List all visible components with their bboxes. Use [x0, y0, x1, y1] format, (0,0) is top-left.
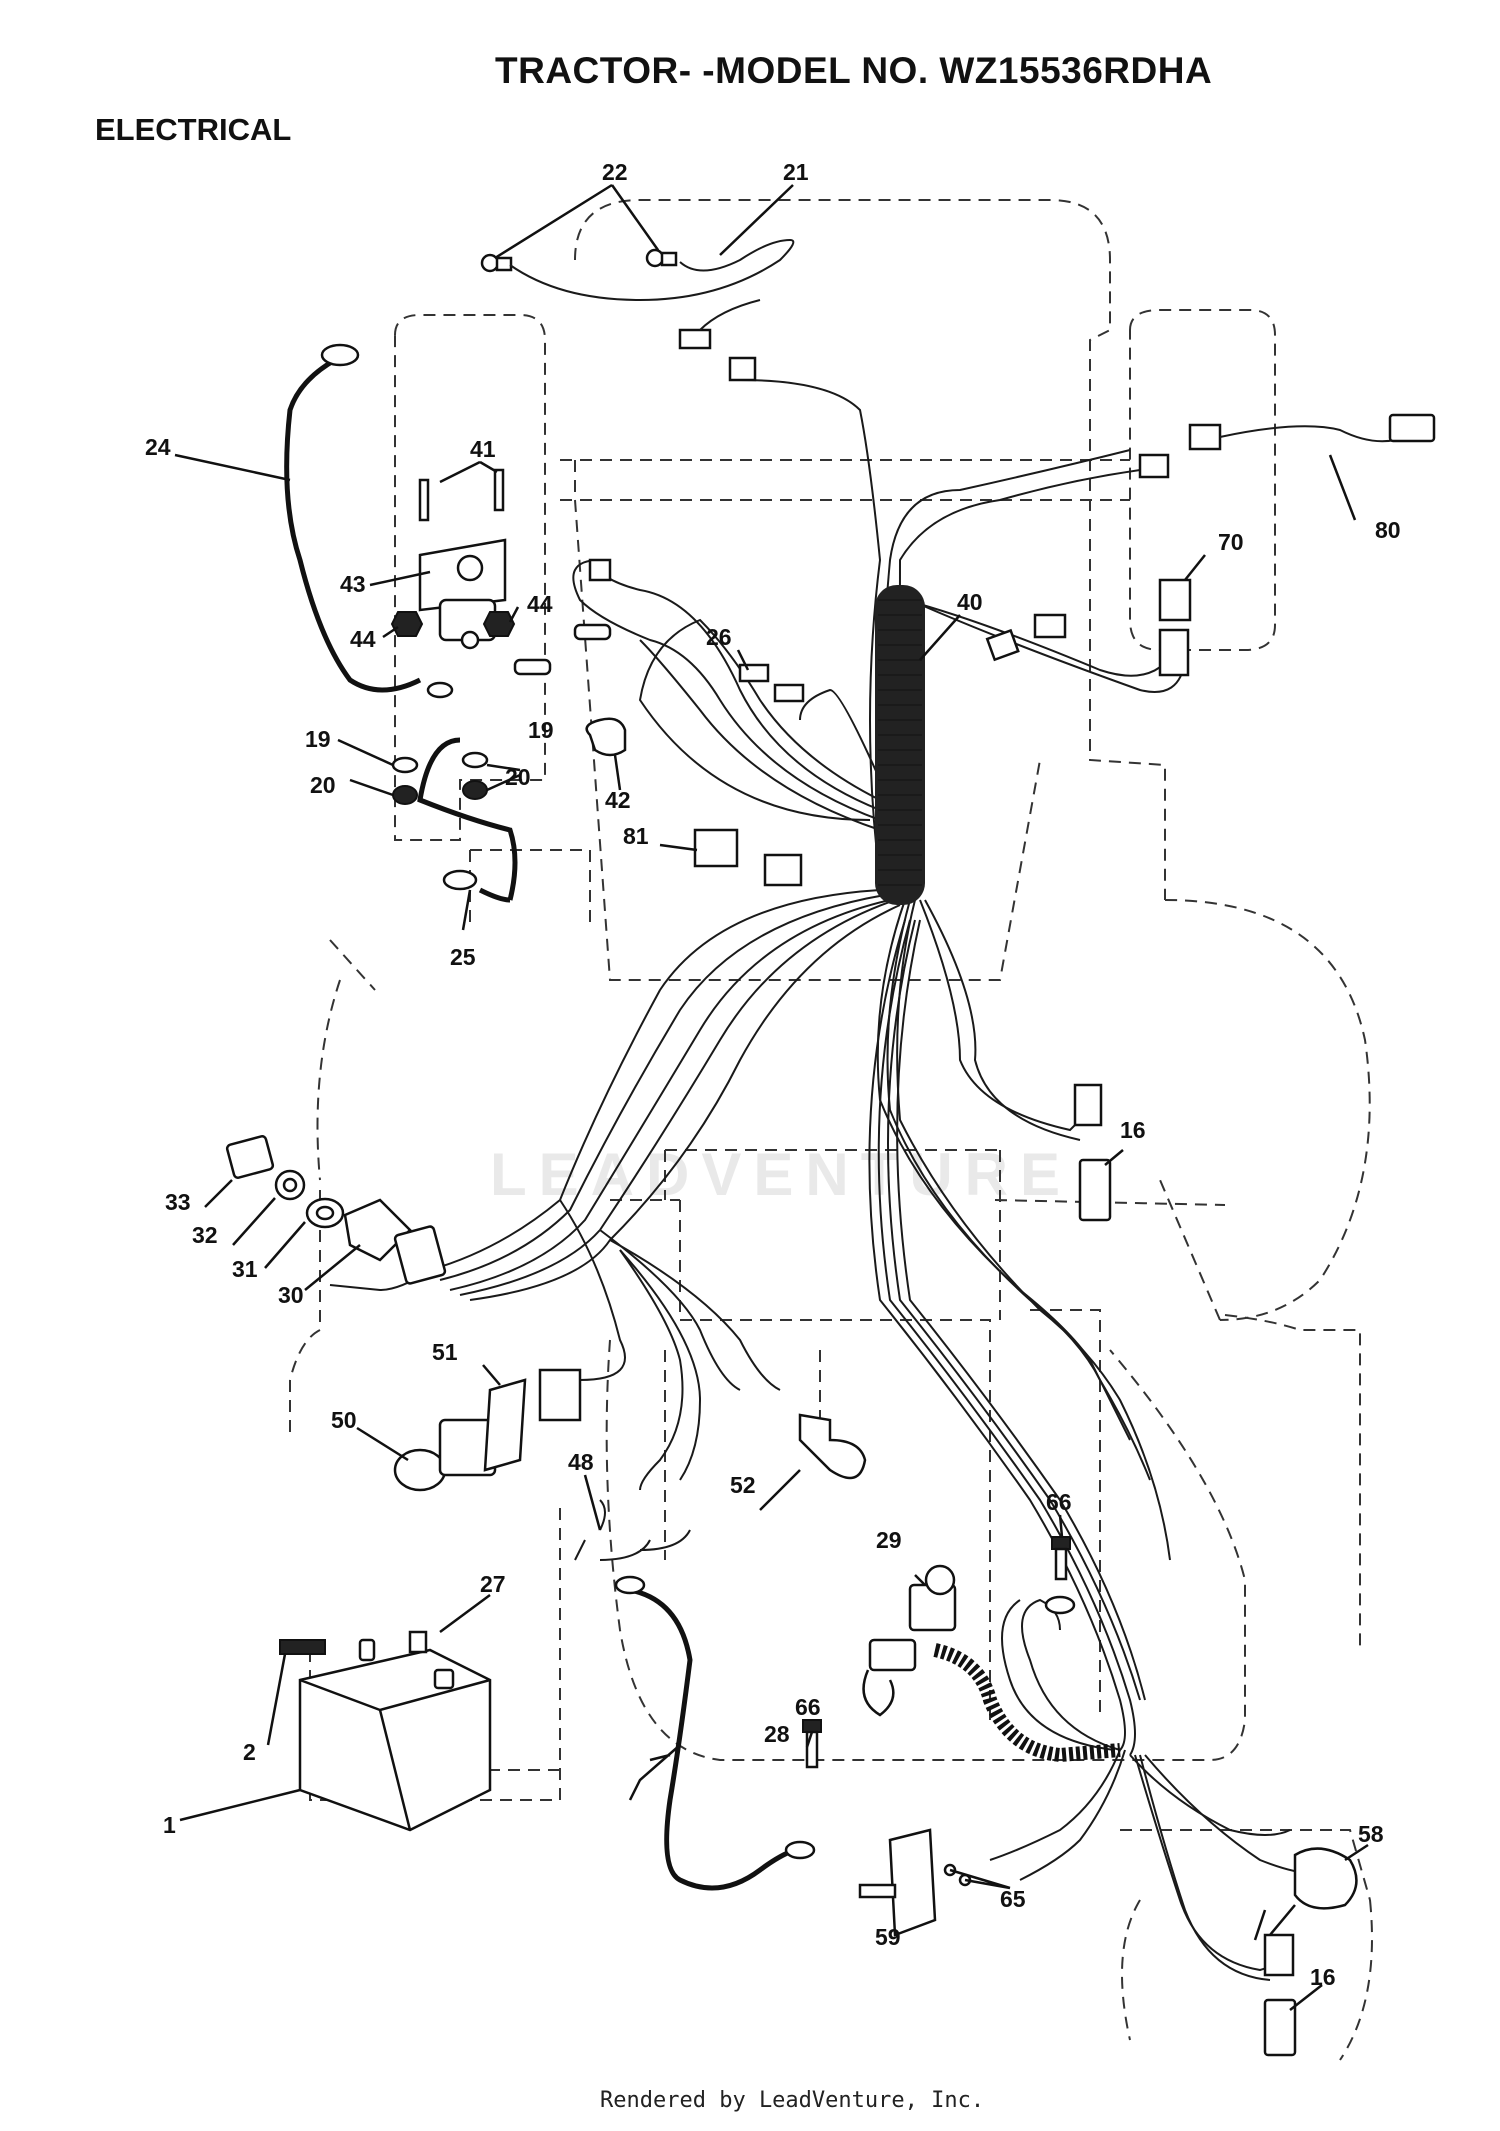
ammeter-58 — [1293, 1847, 1358, 1910]
callout-26: 26 — [706, 624, 732, 650]
ring-terminal-28a — [614, 1575, 646, 1595]
leader-lines — [174, 183, 1369, 2011]
boot-terminal — [513, 658, 552, 676]
switch-16a-socket — [1073, 1083, 1103, 1127]
ring-terminal-66a — [1044, 1595, 1076, 1615]
bolt-66a — [1051, 1536, 1071, 1581]
battery-cables — [284, 357, 796, 1891]
washer-19b — [461, 751, 489, 769]
nut-44b — [482, 611, 516, 637]
callout-65: 65 — [1000, 1886, 1026, 1912]
bolt-2 — [279, 1639, 326, 1655]
clip-terminal — [588, 558, 612, 582]
callout-20b: 20 — [505, 764, 531, 790]
callout-80: 80 — [1375, 517, 1401, 543]
nut-20a — [392, 785, 418, 805]
watermark-text: LEADVENTURE — [490, 1141, 1073, 1208]
washer-19a — [391, 756, 419, 774]
callout-59: 59 — [875, 1924, 901, 1950]
callout-21: 21 — [783, 159, 809, 185]
callout-81: 81 — [623, 823, 649, 849]
callout-19b: 19 — [528, 717, 554, 743]
section-title: ELECTRICAL — [95, 112, 292, 147]
callout-labels: 22 21 24 41 43 44 44 19 19 20 20 25 26 4… — [145, 159, 1401, 1990]
callout-58: 58 — [1358, 1821, 1384, 1847]
nut-20b — [462, 780, 488, 800]
nut-27 — [408, 1630, 428, 1654]
seat-switch-29 — [868, 1564, 957, 1672]
pto-switch — [393, 1368, 582, 1492]
callout-31: 31 — [232, 1256, 258, 1282]
ignition-assembly — [225, 1135, 447, 1285]
page-title: TRACTOR- -MODEL NO. WZ15536RDHA — [495, 50, 1213, 91]
callout-1: 1 — [163, 1812, 176, 1838]
callout-44b: 44 — [527, 591, 553, 617]
callout-16a: 16 — [1120, 1117, 1146, 1143]
light-harness — [509, 238, 795, 302]
footer-credit: Rendered by LeadVenture, Inc. — [600, 2088, 985, 2113]
wire-leads-48 — [574, 1499, 691, 1561]
light-connector — [678, 328, 712, 350]
seat-plug — [862, 1669, 895, 1717]
callout-27: 27 — [480, 1571, 506, 1597]
callout-32: 32 — [192, 1222, 218, 1248]
relay-socket — [763, 853, 803, 887]
light-lead — [699, 299, 761, 331]
callout-29: 29 — [876, 1527, 902, 1553]
callout-41: 41 — [470, 436, 496, 462]
harness-conduit — [875, 585, 1121, 1763]
callout-52: 52 — [730, 1472, 756, 1498]
harness-plug-top — [728, 356, 757, 382]
fuse-26b — [773, 683, 805, 703]
boot-42 — [585, 717, 627, 757]
callout-2: 2 — [243, 1739, 256, 1765]
right-connectors — [985, 413, 1436, 677]
callout-50: 50 — [331, 1407, 357, 1433]
switch-16a — [1078, 1158, 1112, 1222]
battery — [298, 1638, 492, 1832]
callout-51: 51 — [432, 1339, 458, 1365]
callout-19a: 19 — [305, 726, 331, 752]
solenoid-terminal — [426, 681, 454, 699]
switch-16b — [1263, 1998, 1297, 2057]
terminal-plug — [573, 623, 612, 641]
nut-44a — [390, 611, 424, 637]
lamp-52 — [798, 1413, 867, 1480]
callout-24: 24 — [145, 434, 171, 460]
callout-66b: 66 — [795, 1694, 821, 1720]
bolt-66b — [802, 1719, 822, 1769]
callout-70: 70 — [1218, 529, 1244, 555]
callout-40: 40 — [957, 589, 983, 615]
callout-20a: 20 — [310, 772, 336, 798]
callout-22: 22 — [602, 159, 628, 185]
callout-16b: 16 — [1310, 1964, 1336, 1990]
switch-16b-socket — [1263, 1933, 1295, 1977]
callout-42: 42 — [605, 787, 631, 813]
bulb-part-22b — [645, 248, 678, 268]
ring-terminal-24 — [320, 343, 360, 367]
callout-28: 28 — [764, 1721, 790, 1747]
callout-33: 33 — [165, 1189, 191, 1215]
callout-48: 48 — [568, 1449, 594, 1475]
ring-terminal-25 — [442, 869, 478, 891]
callout-66a: 66 — [1046, 1489, 1072, 1515]
fuse-26a — [738, 663, 770, 683]
callout-43: 43 — [340, 571, 366, 597]
bulb-part-22a — [480, 253, 513, 273]
callout-30: 30 — [278, 1282, 304, 1308]
relay-81 — [693, 828, 739, 868]
callout-44a: 44 — [350, 626, 376, 652]
ring-terminal-28b — [784, 1840, 816, 1860]
callout-25: 25 — [450, 944, 476, 970]
interlock-switch-59 — [858, 1828, 972, 1937]
